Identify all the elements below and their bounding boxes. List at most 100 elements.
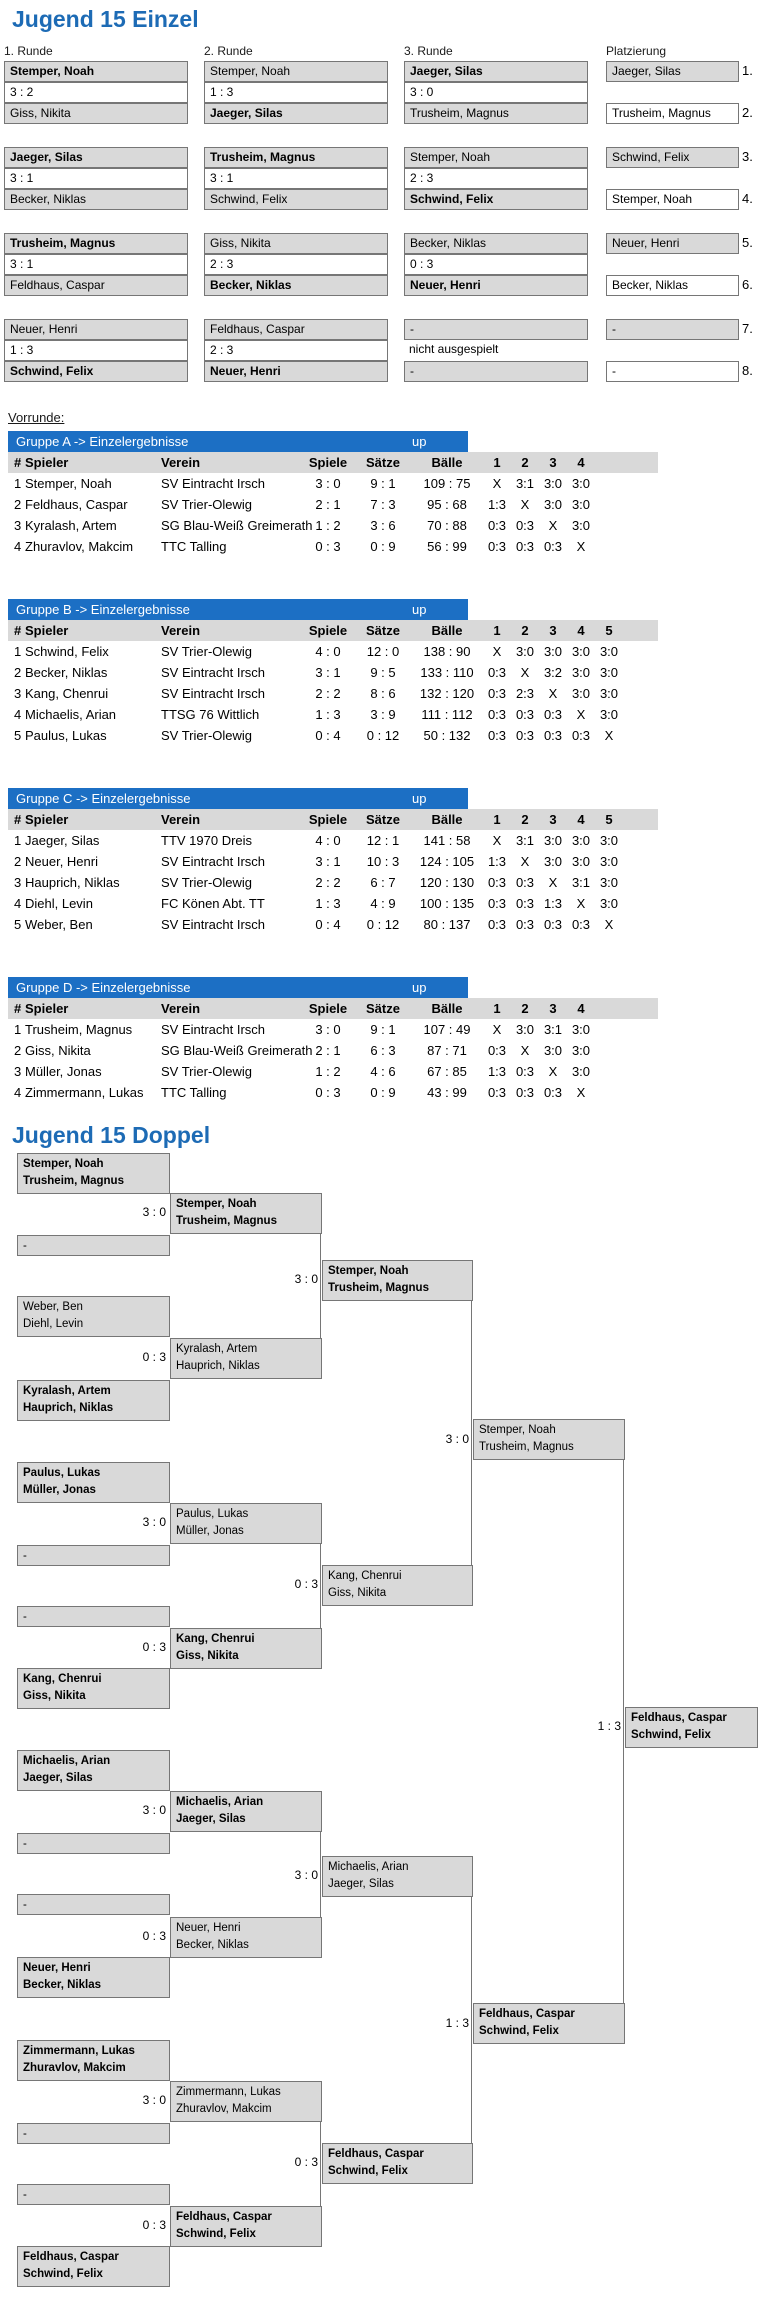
cell-res: X (548, 686, 558, 701)
col-games: Spiele (308, 455, 348, 470)
cell-res: 0:3 (515, 875, 535, 890)
score-box: 3 : 1 (204, 168, 388, 189)
cell-res: 0:3 (515, 728, 535, 743)
player-box: - (404, 319, 588, 340)
cell-sets: 6 : 3 (370, 1043, 396, 1058)
cell-num: 4 (14, 896, 22, 911)
col-opp: 1 (493, 812, 501, 827)
cell-player: Becker, Niklas (25, 665, 108, 680)
cell-res: 0:3 (571, 917, 591, 932)
score-box: 1 : 3 (204, 82, 388, 103)
cell-balls: 70 : 88 (427, 518, 467, 533)
cell-club: TTC Talling (161, 539, 227, 554)
cell-sets: 7 : 3 (370, 497, 396, 512)
round1-label: 1. Runde (4, 44, 53, 58)
cell-games: 2 : 1 (315, 1043, 341, 1058)
up-link[interactable]: up (412, 434, 427, 449)
cell-num: 2 (14, 854, 22, 869)
cell-res: 3:0 (543, 1043, 563, 1058)
cell-balls: 120 : 130 (419, 875, 475, 890)
cell-res: 0:3 (515, 896, 535, 911)
score-box: 2 : 3 (204, 254, 388, 275)
group-title-link[interactable]: Gruppe A -> Einzelergebnisse (16, 434, 189, 449)
cell-sets: 0 : 12 (366, 728, 400, 743)
player-box: Jaeger, Silas (204, 103, 388, 124)
cell-player: Stemper, Noah (25, 476, 112, 491)
cell-res: 3:1 (515, 476, 535, 491)
player-box: Becker, Niklas (404, 233, 588, 254)
group-title-link[interactable]: Gruppe B -> Einzelergebnisse (16, 602, 190, 617)
cell-res: 3:1 (543, 1022, 563, 1037)
score-box: 3 : 0 (404, 82, 588, 103)
doubles-bye-box: - (17, 1235, 170, 1256)
table-row: 3 Müller, Jonas SV Trier-Olewig 1 : 2 4 … (8, 1061, 658, 1082)
cell-res: 3:0 (543, 854, 563, 869)
table-row: 3 Kyralash, Artem SG Blau-Weiß Greimerat… (8, 515, 658, 536)
col-opp: 1 (493, 1001, 501, 1016)
up-link[interactable]: up (412, 980, 427, 995)
group-table-b: Gruppe B -> Einzelergebnisse up # Spiele… (8, 599, 658, 746)
cell-res: 0:3 (487, 896, 507, 911)
placement-box: Schwind, Felix (606, 147, 739, 168)
placement-box: Jaeger, Silas (606, 61, 739, 82)
cell-res: 3:0 (571, 665, 591, 680)
table-header-row: # Spieler Verein Spiele Sätze Bälle 1 2 … (8, 998, 658, 1019)
cell-res: 3:0 (599, 665, 619, 680)
cell-res: 3:0 (515, 644, 535, 659)
table-header-row: # Spieler Verein Spiele Sätze Bälle 1 2 … (8, 809, 658, 830)
cell-res: 3:1 (571, 875, 591, 890)
cell-sets: 6 : 7 (370, 875, 396, 890)
cell-player: Giss, Nikita (25, 1043, 91, 1058)
cell-num: 2 (14, 497, 22, 512)
connector-line (320, 1544, 321, 1628)
placement-box: Stemper, Noah (606, 189, 739, 210)
placement-box: Neuer, Henri (606, 233, 739, 254)
cell-balls: 133 : 110 (420, 665, 474, 680)
up-link[interactable]: up (412, 791, 427, 806)
col-opp: 2 (521, 812, 529, 827)
col-sets: Sätze (366, 623, 400, 638)
col-opp: 3 (549, 812, 557, 827)
score-box: 2 : 3 (204, 340, 388, 361)
player-box: - (404, 361, 588, 382)
player-box: Stemper, Noah (204, 61, 388, 82)
cell-player: Zhuravlov, Makcim (25, 539, 134, 554)
rank-label: 3. (742, 149, 753, 164)
match-score: 3 : 0 (142, 2093, 166, 2107)
cell-sets: 9 : 1 (370, 476, 396, 491)
group-header-bar: Gruppe B -> Einzelergebnisse up (8, 599, 468, 620)
rank-label: 8. (742, 363, 753, 378)
group-table-a: Gruppe A -> Einzelergebnisse up # Spiele… (8, 431, 658, 557)
cell-res: 3:0 (571, 476, 591, 491)
einzel-title: Jugend 15 Einzel (12, 6, 199, 32)
cell-res: X (576, 896, 586, 911)
table-row: 1 Trusheim, Magnus SV Eintracht Irsch 3 … (8, 1019, 658, 1040)
cell-sets: 12 : 0 (366, 644, 400, 659)
cell-club: SV Eintracht Irsch (161, 476, 266, 491)
group-title-link[interactable]: Gruppe C -> Einzelergebnisse (16, 791, 191, 806)
group-title-link[interactable]: Gruppe D -> Einzelergebnisse (16, 980, 191, 995)
cell-res: 3:0 (599, 875, 619, 890)
cell-res: X (604, 917, 614, 932)
cell-res: 3:0 (543, 833, 563, 848)
cell-res: 0:3 (571, 728, 591, 743)
cell-num: 3 (14, 1064, 22, 1079)
doubles-bye-box: - (17, 1833, 170, 1854)
cell-res: X (520, 854, 530, 869)
cell-res: X (492, 833, 502, 848)
up-link[interactable]: up (412, 602, 427, 617)
table-row: 2 Feldhaus, Caspar SV Trier-Olewig 2 : 1… (8, 494, 658, 515)
cell-res: 0:3 (543, 728, 563, 743)
cell-res: 0:3 (487, 1085, 507, 1100)
cell-res: 0:3 (543, 1085, 563, 1100)
